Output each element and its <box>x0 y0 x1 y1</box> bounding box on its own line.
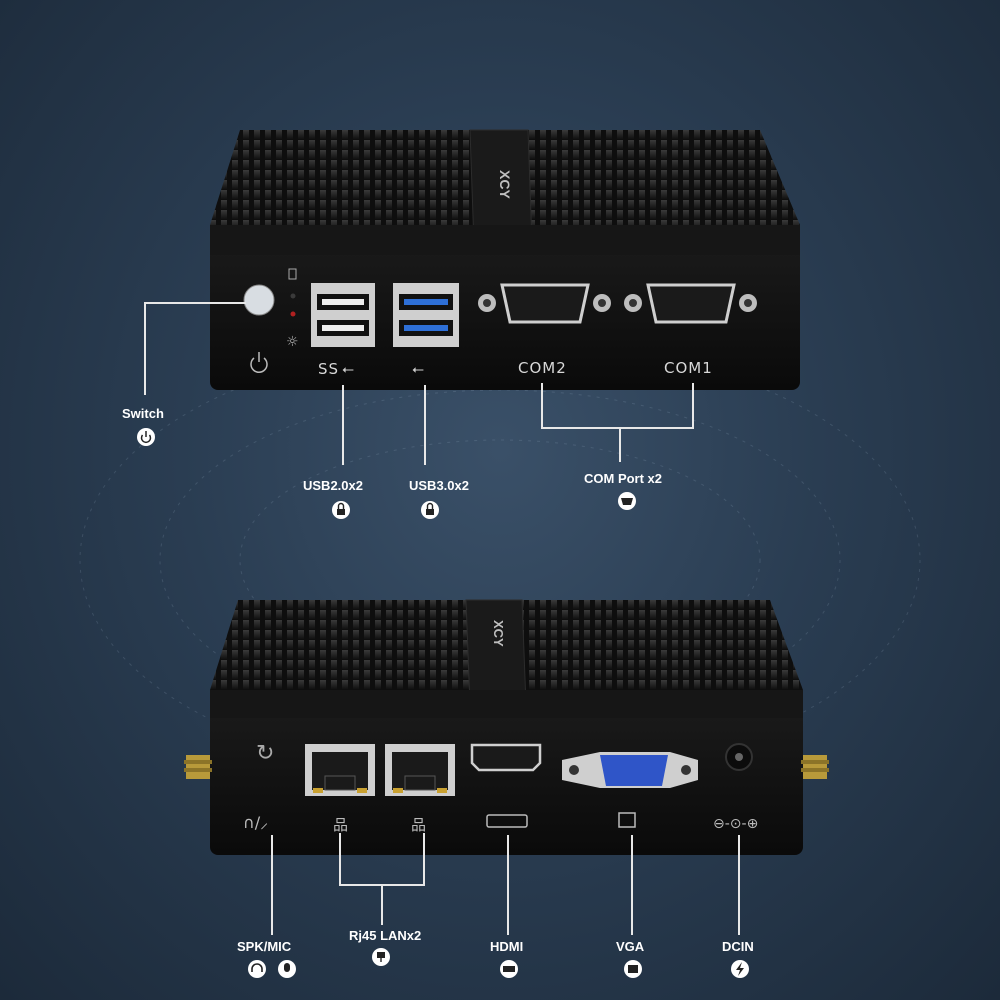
vga-face-icon <box>618 812 636 828</box>
com1-port <box>624 283 757 324</box>
bottom-mini-pc: XCY ↻ <box>184 599 829 855</box>
usb2-lock-icon <box>332 501 350 519</box>
top-mini-pc: XCY ☼ SS ⭠ ⭠ <box>210 129 800 390</box>
power-button[interactable] <box>243 284 275 316</box>
dc-power-icon <box>731 960 749 978</box>
lan-callout: Rj45 LANx2 <box>349 928 421 943</box>
headphone-icon <box>248 960 266 978</box>
vga-callout: VGA <box>616 939 645 954</box>
lan-network-icon <box>372 948 390 966</box>
usb3-lock-icon <box>421 501 439 519</box>
usb3-ports <box>393 283 459 347</box>
com-callout: COM Port x2 <box>584 471 662 486</box>
power-icon <box>250 352 268 373</box>
dc-jack <box>725 743 753 771</box>
power-led <box>290 311 296 317</box>
com2-label: COM2 <box>518 359 567 377</box>
left-antenna-connector <box>184 755 212 779</box>
power-led-icon: ☼ <box>286 334 299 350</box>
hdmi-face-icon <box>486 814 528 828</box>
audio-icons: ∩/⸝ <box>243 813 268 832</box>
status-led <box>290 293 296 299</box>
hdmi-icon <box>500 960 518 978</box>
brand-label-bottom: XCY <box>491 620 506 647</box>
dcin-callout: DCIN <box>722 939 754 954</box>
lan-port-2 <box>385 744 455 796</box>
switch-power-icon <box>137 428 155 446</box>
com1-label: COM1 <box>664 359 713 377</box>
microphone-icon <box>278 960 296 978</box>
usb-icon: ⭠ <box>412 360 424 378</box>
spk-mic-callout: SPK/MIC <box>237 939 292 954</box>
usb-ss-label: SS <box>318 360 339 378</box>
usb3-callout: USB3.0x2 <box>409 478 469 493</box>
lan-icon-2: 品 <box>411 816 426 834</box>
usb2-callout: USB2.0x2 <box>303 478 363 493</box>
vga-port <box>562 752 698 788</box>
usb-ss-icon: ⭠ <box>342 360 354 378</box>
right-antenna-connector <box>801 755 829 779</box>
com2-port <box>478 283 611 324</box>
hdd-led-icon <box>288 268 297 280</box>
brand-label-top: XCY <box>497 170 513 199</box>
lan-port-1 <box>305 744 375 796</box>
top-callout-lines <box>144 302 694 465</box>
dc-polarity-icon: ⊖-⊙-⊕ <box>713 816 758 832</box>
usb2-ports <box>311 283 375 347</box>
lan-icon-1: 品 <box>333 816 348 834</box>
switch-callout: Switch <box>122 406 164 421</box>
bottom-callout-lines <box>271 833 740 935</box>
hdmi-callout: HDMI <box>490 939 523 954</box>
hdmi-port <box>470 743 542 772</box>
com-port-icon <box>618 492 636 510</box>
reset-icon: ↻ <box>256 741 274 766</box>
vga-icon <box>624 960 642 978</box>
